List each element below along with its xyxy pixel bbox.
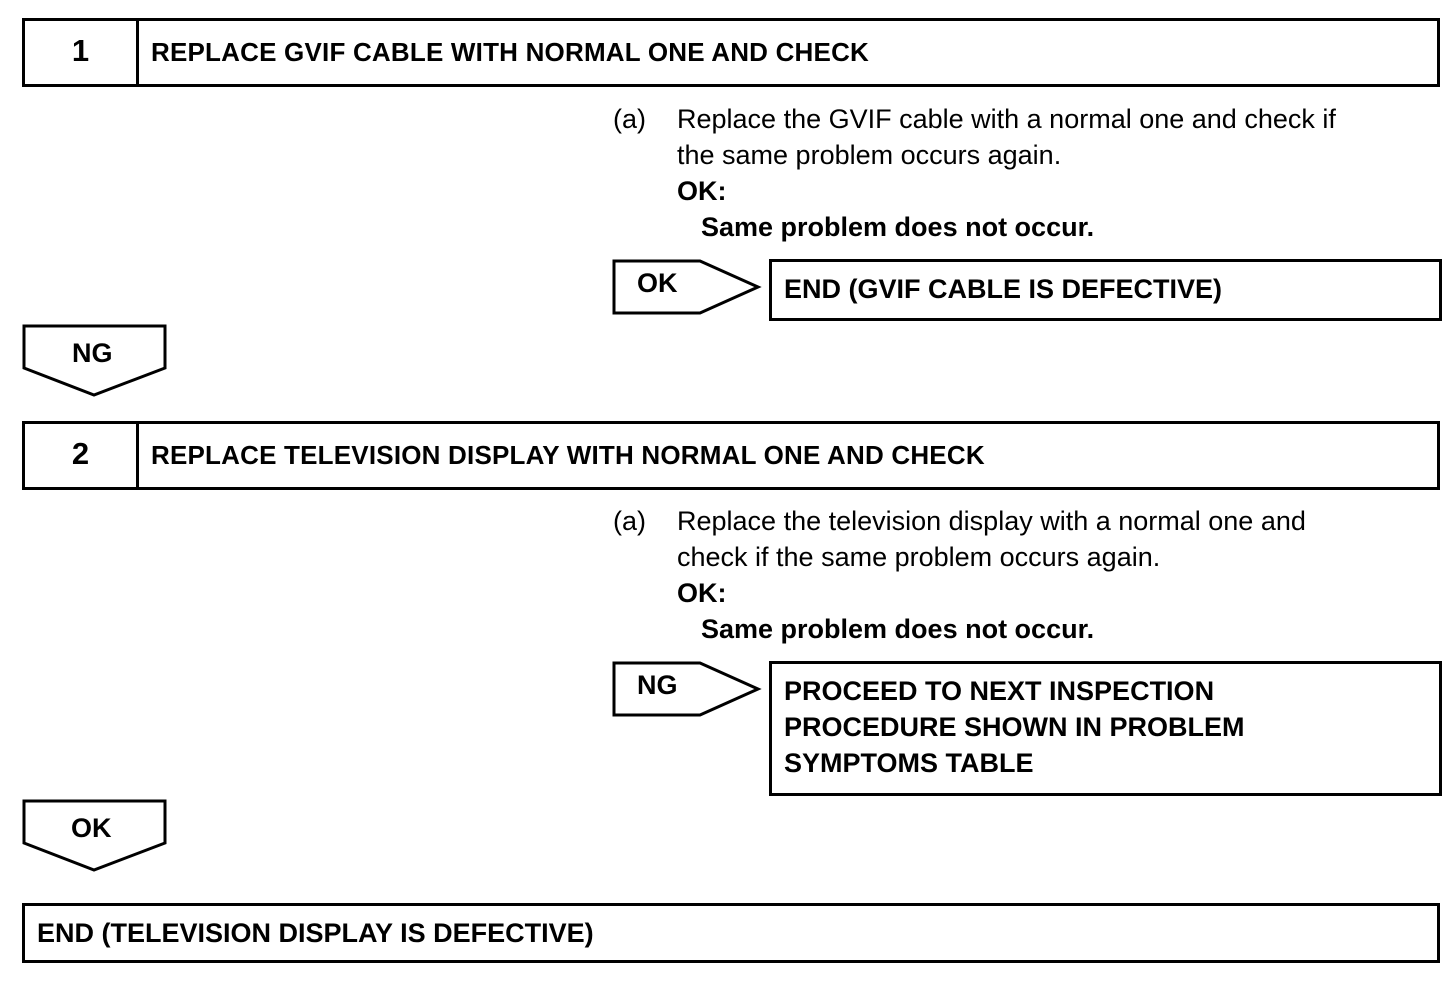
step-1-title: REPLACE GVIF CABLE WITH NORMAL ONE AND C… bbox=[151, 37, 870, 67]
step-2-instruction-line-2: check if the same problem occurs again. bbox=[677, 542, 1161, 572]
step-2-down-label: OK bbox=[71, 813, 112, 843]
step-1-instruction: Replace the GVIF cable with a normal one… bbox=[677, 101, 1336, 245]
step-2-ng-arrow: NG bbox=[612, 661, 762, 719]
final-result-box: END (TELEVISION DISPLAY IS DEFECTIVE) bbox=[22, 903, 1440, 963]
step-2-title: REPLACE TELEVISION DISPLAY WITH NORMAL O… bbox=[151, 440, 985, 470]
step-1-item-marker: (a) bbox=[613, 104, 646, 134]
step-2-ok-down-arrow: OK bbox=[22, 799, 168, 873]
step-1-result-box: END (GVIF CABLE IS DEFECTIVE) bbox=[769, 259, 1442, 321]
step-2-item-marker: (a) bbox=[613, 506, 646, 536]
step-1-down-label: NG bbox=[72, 338, 113, 368]
step-1-ok-label: OK: bbox=[677, 176, 727, 206]
step-1-ng-down-arrow: NG bbox=[22, 324, 168, 398]
step-2-number: 2 bbox=[25, 424, 139, 487]
step-1-instruction-line-1: Replace the GVIF cable with a normal one… bbox=[677, 104, 1336, 134]
final-result-text: END (TELEVISION DISPLAY IS DEFECTIVE) bbox=[37, 917, 594, 948]
step-1-ok-condition: Same problem does not occur. bbox=[701, 212, 1095, 242]
step-2-result-line-1: PROCEED TO NEXT INSPECTION bbox=[784, 676, 1215, 706]
step-1-branch-label: OK bbox=[637, 268, 678, 298]
step-1-number: 1 bbox=[25, 21, 139, 84]
step-2-instruction: Replace the television display with a no… bbox=[677, 503, 1306, 647]
step-2-ok-condition: Same problem does not occur. bbox=[701, 614, 1095, 644]
step-2-header: 2 REPLACE TELEVISION DISPLAY WITH NORMAL… bbox=[22, 421, 1440, 490]
step-2-result-box: PROCEED TO NEXT INSPECTION PROCEDURE SHO… bbox=[769, 661, 1442, 796]
step-2-branch-label: NG bbox=[637, 670, 678, 700]
step-1-instruction-line-2: the same problem occurs again. bbox=[677, 140, 1062, 170]
step-1-result-text: END (GVIF CABLE IS DEFECTIVE) bbox=[784, 274, 1223, 304]
step-1-header: 1 REPLACE GVIF CABLE WITH NORMAL ONE AND… bbox=[22, 18, 1440, 87]
step-2-result-line-2: PROCEDURE SHOWN IN PROBLEM bbox=[784, 712, 1245, 742]
step-2-ok-label: OK: bbox=[677, 578, 727, 608]
step-2-instruction-line-1: Replace the television display with a no… bbox=[677, 506, 1306, 536]
step-1-ok-arrow: OK bbox=[612, 259, 762, 317]
step-2-result-line-3: SYMPTOMS TABLE bbox=[784, 748, 1034, 778]
